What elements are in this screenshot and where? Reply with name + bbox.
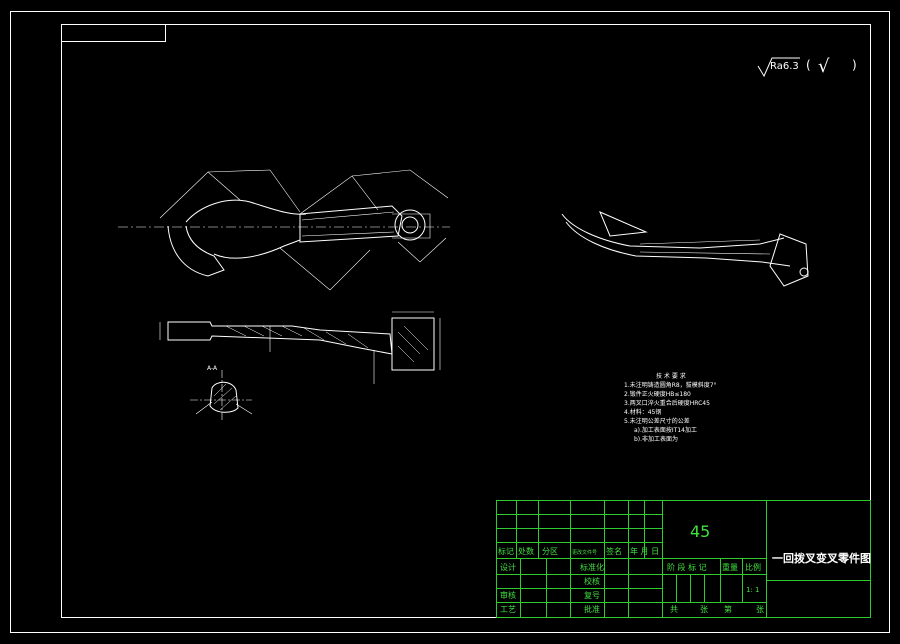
inner-border: [61, 24, 871, 618]
side-view: [159, 311, 441, 384]
top-left-code-box: [61, 24, 166, 42]
tech-req-line-4: 4.材料：45钢: [624, 408, 661, 416]
roughness-icon: [757, 57, 800, 78]
row-check: 校核: [584, 576, 600, 586]
header-signature: 签名: [606, 546, 622, 556]
end-block-hatch: [397, 325, 429, 363]
section-outline: [209, 381, 239, 413]
side-end-block: [391, 317, 435, 371]
roughness-paren-open: (: [806, 58, 811, 72]
sheet-current-unit: 张: [756, 605, 764, 614]
sheet-total-unit: 张: [700, 605, 708, 614]
roughness-value: Ra6.3: [770, 61, 799, 72]
row-standardization: 标准化: [580, 562, 604, 572]
section-hatch: [213, 383, 237, 411]
header-count: 处数: [518, 546, 534, 556]
header-zone: 分区: [542, 547, 558, 556]
header-change-doc: 更改文件号: [572, 549, 597, 556]
dim-line-lower: [279, 247, 371, 291]
stage-mark-header: 阶 段 标 记: [667, 562, 707, 572]
row-review: 审核: [500, 590, 516, 600]
tech-requirements: 技 术 要 求 1.未注明铸造圆角R8，拔模斜度7° 2.锻件正火硬度HB≤18…: [624, 372, 717, 443]
title-grid-cols-lower: [520, 558, 547, 618]
section-dimensions: [195, 401, 253, 415]
tech-req-line-6: a).加工表面按IT14加工: [634, 426, 697, 434]
row-process: 工艺: [500, 605, 516, 614]
tech-req-title: 技 术 要 求: [656, 372, 686, 380]
side-dimensions: [159, 311, 441, 384]
sheet-total-label: 共: [670, 605, 678, 614]
hub-inner-circle: [401, 216, 419, 234]
scale-value: 1: 1: [746, 586, 760, 594]
check-icon: √: [818, 56, 830, 77]
side-outline: [167, 321, 393, 355]
stage-rows: [662, 558, 767, 603]
fork-upper-arc: [185, 199, 307, 223]
material-text: 45: [690, 522, 710, 541]
weight-header: 重量: [722, 562, 738, 572]
dim-line-right: [351, 169, 449, 199]
roughness-paren-close: ): [852, 58, 857, 72]
dim-line-left: [159, 171, 241, 219]
header-date: 年 月 日: [630, 546, 659, 556]
fork-hook-outline: [167, 225, 225, 277]
title-block: 45 一回拨叉变叉零件图 标记 处数 分区 更改文件号 签名 年 月 日 设计 …: [496, 500, 871, 618]
isometric-view: [561, 211, 809, 287]
iso-outline-lower: [565, 221, 791, 267]
section-view: A-A: [190, 365, 253, 420]
title-grid-rows: [496, 514, 663, 603]
title-grid-cols: [516, 500, 645, 618]
side-hatch: [225, 325, 369, 349]
row-approve: 批准: [584, 604, 600, 614]
main-view: [118, 169, 450, 291]
dim-line-hub: [397, 237, 447, 263]
lever-arm-inner: [301, 211, 395, 237]
iso-outline-upper: [561, 213, 785, 249]
iso-ribs: [639, 239, 771, 255]
iso-fork-tine: [599, 211, 648, 237]
row-design: 设计: [500, 562, 516, 572]
fork-lower-arc: [213, 239, 301, 259]
tech-req-line-3: 3.两叉口淬火重合后硬度HRC45: [624, 399, 710, 407]
outer-border: [10, 11, 890, 633]
iso-hub: [769, 233, 809, 287]
tech-req-line-2: 2.锻件正火硬度HB≤180: [624, 390, 691, 398]
row-number: 复号: [584, 590, 600, 600]
tech-req-line-1: 1.未注明铸造圆角R8，拔模斜度7°: [624, 381, 717, 389]
part-name: 一回拨叉变叉零件图: [772, 551, 871, 565]
scale-header: 比例: [745, 562, 761, 572]
hub-boss: [392, 213, 431, 239]
hub-outer-circle: [394, 209, 426, 241]
header-mark: 标记: [498, 546, 514, 556]
sheet-current-label: 第: [724, 604, 732, 614]
tech-req-line-7: b).非加工表面为: [634, 435, 678, 443]
iso-hub-hole: [799, 267, 809, 277]
dim-line-upper: [207, 169, 301, 213]
lever-arm: [299, 205, 403, 243]
stage-cols: [676, 558, 743, 603]
tech-req-line-5: 5.未注明公差尺寸的公差: [624, 417, 690, 425]
section-label: A-A: [207, 365, 218, 372]
roughness-annotation: Ra6.3 ( √ ): [757, 56, 857, 78]
